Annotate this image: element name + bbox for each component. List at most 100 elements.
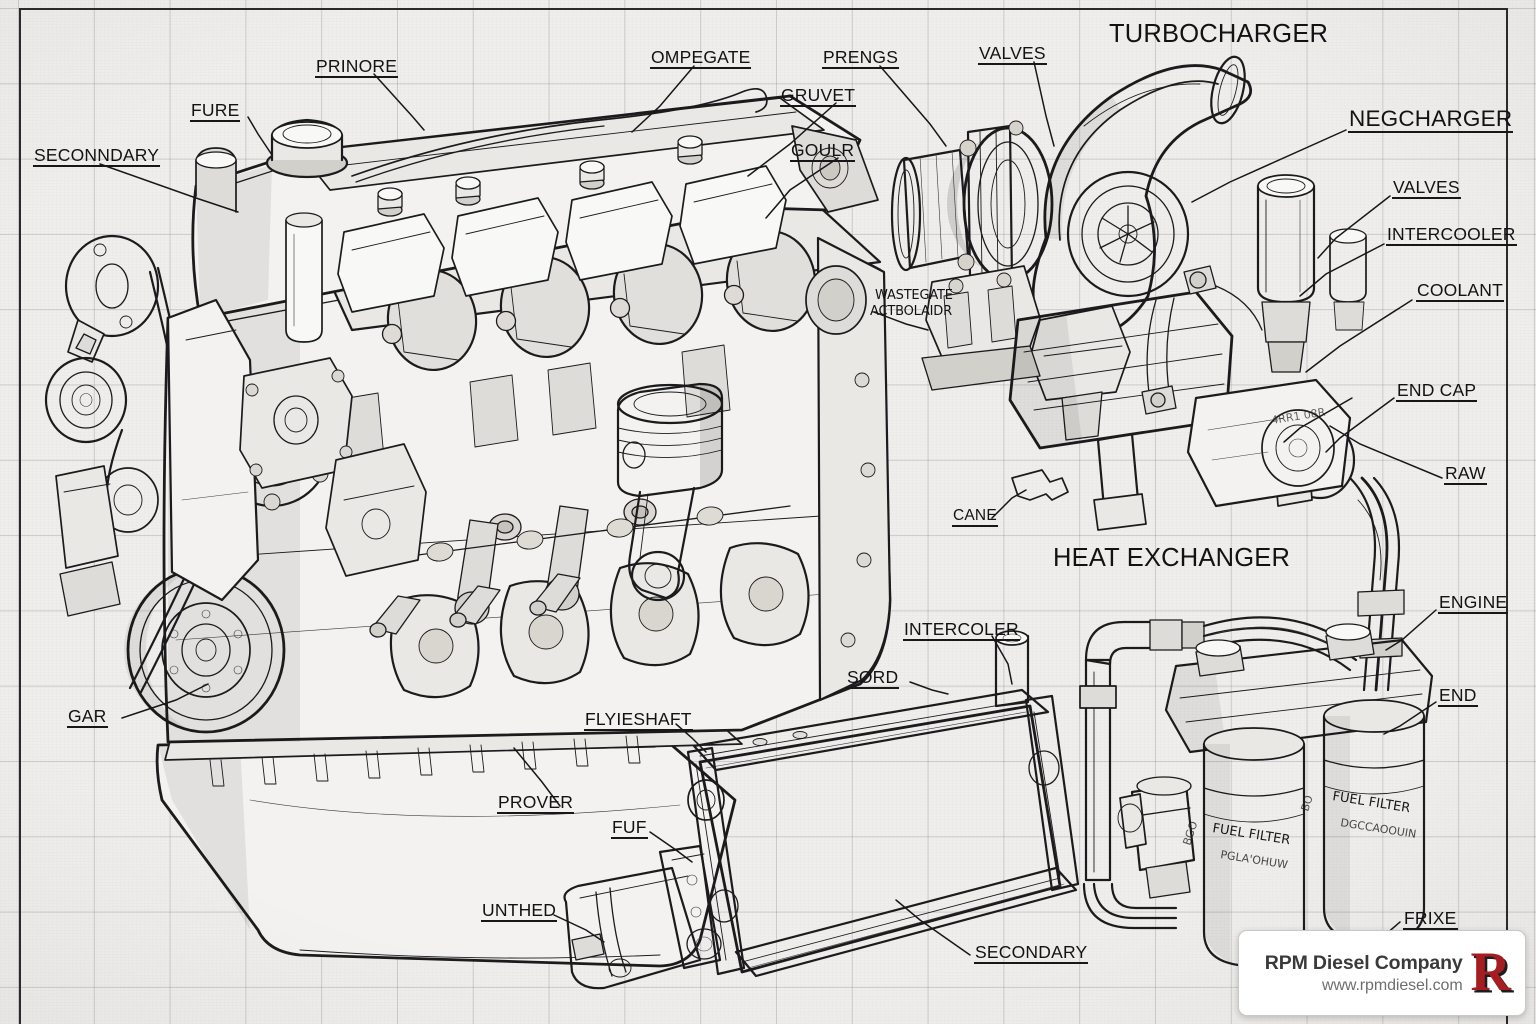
leader-intercooler xyxy=(1299,243,1385,297)
intercooler-core xyxy=(698,704,1062,974)
company-website[interactable]: www.rpmdiesel.com xyxy=(1321,976,1463,994)
left-canister xyxy=(285,212,323,343)
callout-text: SECONNDARY xyxy=(33,146,161,168)
leader-goulr xyxy=(765,157,839,219)
exchanger-outlet xyxy=(1093,432,1147,531)
intercooler-lower-bracket xyxy=(563,844,722,990)
exchanger-housing-lower: 4RR1 08R xyxy=(1186,378,1352,508)
compressor-blades xyxy=(1099,205,1155,263)
callout-coolant: COOLANT xyxy=(1416,281,1504,303)
vertical-pipe xyxy=(1079,619,1205,882)
leader-prover xyxy=(513,747,561,807)
leader-endcap2 xyxy=(1283,397,1353,443)
leader-cane xyxy=(991,489,1027,519)
callout-end: END xyxy=(1438,686,1478,708)
callout-text: OMPEGATE xyxy=(650,48,752,70)
callout-intercooler: INTERCOOLER xyxy=(1386,225,1517,247)
turbocharger-assembly xyxy=(890,55,1253,441)
leader-secondary-left xyxy=(99,163,239,213)
callout-text: FRIXE xyxy=(1403,909,1458,931)
leader-ompegate xyxy=(631,65,695,133)
leader-gruvet xyxy=(747,102,837,177)
callout-secondary-left: SECONNDARY xyxy=(33,146,161,168)
callout-text: NEGCHARGER xyxy=(1348,107,1514,134)
callout-text: GRUVET xyxy=(780,86,857,108)
callout-text: GOULR xyxy=(790,141,856,163)
leader-unthed xyxy=(553,914,605,943)
leader-valves-right xyxy=(1317,195,1391,259)
callout-gruvet: GRUVET xyxy=(780,86,857,108)
svg-text:BO: BO xyxy=(1298,793,1315,813)
callout-fuf: FUF xyxy=(611,818,648,840)
callout-valves-top: VALVES xyxy=(978,44,1047,66)
oil-pan xyxy=(155,733,737,968)
callout-text: ENGINE xyxy=(1438,593,1509,615)
callout-prengs: PRENGS xyxy=(822,48,900,70)
leader-coolant xyxy=(1305,299,1413,373)
leader-negcharger xyxy=(1191,129,1347,203)
logo-text-block: RPM Diesel Company www.rpmdiesel.com xyxy=(1255,952,1471,995)
callout-text: RAW xyxy=(1444,464,1487,486)
crankshaft-assembly xyxy=(369,382,810,699)
leader-fuf xyxy=(649,831,693,863)
leader-wastegate xyxy=(873,311,929,331)
leader-engine xyxy=(1385,609,1437,651)
piston-and-rod xyxy=(616,382,724,602)
coolant-hose-main xyxy=(1348,476,1405,692)
heat-exchanger-assembly: 4RR1 08R xyxy=(1008,174,1367,531)
coolant-valve xyxy=(1329,228,1367,331)
exchanger-tank xyxy=(1256,174,1316,373)
intercooler-top-tank xyxy=(692,688,1050,772)
cam-lobes xyxy=(426,506,724,562)
leader-prengs xyxy=(879,65,947,147)
callout-flyieshaft: FLYIESHAFT xyxy=(584,710,693,732)
rpm-diesel-logo-card[interactable]: RPM Diesel Company www.rpmdiesel.com R xyxy=(1238,930,1526,1016)
callout-text: COOLANT xyxy=(1416,281,1504,303)
oil-filler-cap xyxy=(265,118,349,179)
callout-text: HEAT EXCHANGER xyxy=(1053,544,1291,572)
leader-lines xyxy=(99,61,1443,956)
callout-unthed: UNTHED xyxy=(481,901,558,923)
timing-cover xyxy=(166,298,260,602)
intercooler-filler-neck xyxy=(994,630,1030,708)
callout-text: END CAP xyxy=(1396,381,1478,403)
callout-text: FURE xyxy=(190,101,241,123)
leader-sord xyxy=(909,681,949,695)
callout-text: GAR xyxy=(67,707,108,729)
callout-text: SECONDARY xyxy=(974,943,1089,965)
leader-gar xyxy=(121,683,209,719)
callout-raw: RAW xyxy=(1444,464,1487,486)
callout-text: WASTEGATE xyxy=(875,288,953,303)
leader-end xyxy=(1383,701,1437,735)
turbo-mount xyxy=(921,265,1041,391)
callout-text: FLYIESHAFT xyxy=(584,710,693,732)
leader-endcap xyxy=(1325,397,1395,453)
callout-end-cap: END CAP xyxy=(1396,381,1478,403)
rocker-arms xyxy=(369,573,581,638)
filter-head-ports xyxy=(1195,623,1375,677)
callout-fure: FURE xyxy=(190,101,241,123)
left-accessories xyxy=(55,212,427,617)
callout-prinore: PRINORE xyxy=(315,57,399,79)
callout-text: FUF xyxy=(611,818,648,840)
linkage-arms xyxy=(1141,265,1263,415)
leader-flyieshaft xyxy=(675,723,707,753)
compressor-housing xyxy=(1031,55,1253,340)
leader-valves-top xyxy=(1033,61,1055,147)
leader-fure xyxy=(247,116,273,156)
callout-turbocharger: TURBOCHARGER xyxy=(1108,21,1329,49)
callout-negcharger: NEGCHARGER xyxy=(1348,107,1514,134)
rocker-boxes xyxy=(337,165,787,313)
gasket-fragment xyxy=(1011,469,1069,501)
callout-text: END xyxy=(1438,686,1478,708)
rpm-r-logo-icon: R xyxy=(1470,941,1511,1004)
callout-frixe: FRIXE xyxy=(1403,909,1458,931)
leader-raw xyxy=(1329,425,1443,479)
callout-sord: SORD xyxy=(846,668,900,690)
callout-text: PROVER xyxy=(497,793,575,815)
callout-cane: CANE xyxy=(952,507,998,528)
alternator xyxy=(64,234,160,363)
callout-secondary-bottom: SECONDARY xyxy=(974,943,1089,965)
intercooler-bottom-tank xyxy=(734,866,1078,978)
